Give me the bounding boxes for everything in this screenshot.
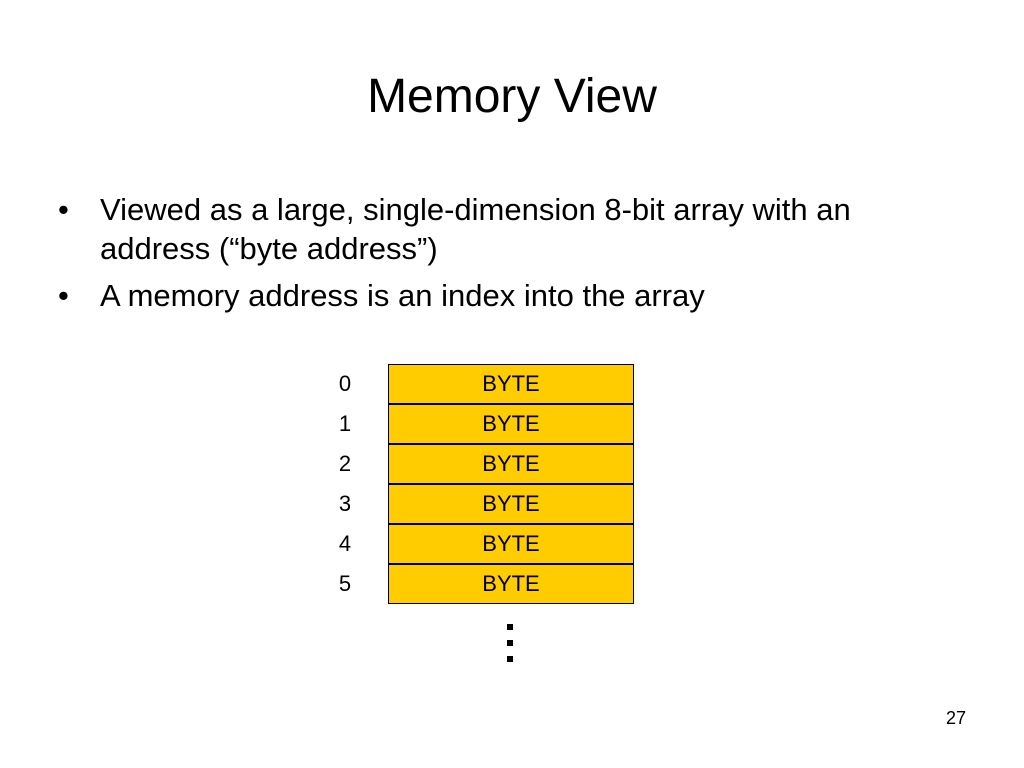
memory-array-diagram: 0 BYTE 1 BYTE 2 BYTE 3 BYTE 4 BYTE 5 BYT… <box>320 364 650 684</box>
vertical-ellipsis-icon <box>505 622 515 666</box>
memory-address-label: 1 <box>338 411 352 436</box>
memory-address-label: 5 <box>338 571 352 596</box>
page-number: 27 <box>945 708 966 728</box>
memory-row: 4 BYTE <box>320 524 636 564</box>
memory-row: 1 BYTE <box>320 404 636 444</box>
memory-row: 2 BYTE <box>320 444 636 484</box>
memory-row: 3 BYTE <box>320 484 636 524</box>
memory-byte-cell: BYTE <box>388 444 634 484</box>
slide-title: Memory View <box>367 70 657 123</box>
memory-byte-cell: BYTE <box>388 484 634 524</box>
memory-byte-cell: BYTE <box>388 564 634 604</box>
bullet-marker: • <box>58 278 69 313</box>
bullet-text: A memory address is an index into the ar… <box>100 278 705 313</box>
memory-address-label: 0 <box>338 371 352 396</box>
ellipsis-dot <box>507 656 513 662</box>
memory-row: 0 BYTE <box>320 364 636 404</box>
ellipsis-dot <box>507 624 513 630</box>
bullet-text: Viewed as a large, single-dimension 8-bi… <box>100 192 851 266</box>
memory-row: 5 BYTE <box>320 564 636 604</box>
bullet-list: • Viewed as a large, single-dimension 8-… <box>58 190 958 323</box>
bullet-marker: • <box>58 192 69 227</box>
memory-byte-cell: BYTE <box>388 524 634 564</box>
bullet-item: • Viewed as a large, single-dimension 8-… <box>58 190 958 268</box>
memory-address-label: 2 <box>338 451 352 476</box>
ellipsis-dot <box>507 640 513 646</box>
memory-address-label: 4 <box>338 531 352 556</box>
bullet-item: • A memory address is an index into the … <box>58 276 958 315</box>
memory-address-label: 3 <box>338 491 352 516</box>
memory-byte-cell: BYTE <box>388 404 634 444</box>
memory-byte-cell: BYTE <box>388 364 634 404</box>
